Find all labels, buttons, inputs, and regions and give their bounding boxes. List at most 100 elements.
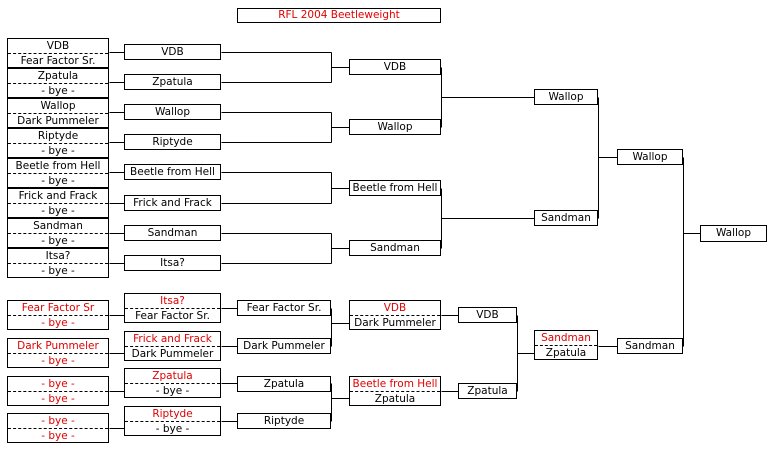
winner-box: VDB bbox=[458, 307, 517, 323]
winner-box: Riptyde bbox=[124, 134, 221, 150]
winner-box: Frick and Frack bbox=[124, 195, 221, 211]
competitor-name: Beetle from Hell bbox=[8, 159, 108, 174]
winner-box: Wallop bbox=[534, 89, 598, 105]
champion-name: Wallop bbox=[715, 227, 752, 239]
competitor-name: Sandman bbox=[535, 331, 597, 346]
winner-box: VDB bbox=[124, 44, 221, 60]
winner-box: Wallop bbox=[349, 119, 441, 135]
match-box: Dark Pummeler - bye - bbox=[7, 338, 109, 368]
competitor-name: Zpatula bbox=[374, 393, 416, 405]
match-box: Riptyde - bye - bbox=[124, 406, 221, 436]
winner-box: Beetle from Hell bbox=[124, 164, 221, 180]
competitor-name: VDB bbox=[383, 61, 407, 73]
competitor-name: Fear Factor Sr. bbox=[20, 55, 96, 67]
competitor-name: Riptyde bbox=[263, 415, 305, 427]
competitor-name: Wallop bbox=[632, 151, 668, 163]
competitor-name: - bye - bbox=[155, 385, 190, 397]
competitor-name: VDB bbox=[350, 301, 440, 316]
competitor-name: Riptyde bbox=[125, 407, 220, 422]
competitor-name: Wallop bbox=[548, 91, 584, 103]
competitor-name: VDB bbox=[161, 46, 184, 58]
match-box: Riptyde - bye - bbox=[7, 128, 109, 158]
winner-box: Sandman bbox=[349, 240, 441, 256]
competitor-name: Zpatula bbox=[263, 378, 305, 390]
competitor-name: Riptyde bbox=[152, 136, 193, 148]
winner-box: Sandman bbox=[617, 338, 683, 354]
match-box: Fear Factor Sr - bye - bbox=[7, 300, 109, 330]
competitor-name: Frick and Frack bbox=[125, 332, 220, 347]
competitor-name: Sandman bbox=[541, 212, 591, 224]
competitor-name: - bye - bbox=[155, 423, 190, 435]
winner-box: Zpatula bbox=[237, 376, 331, 392]
match-box: Beetle from Hell Zpatula bbox=[349, 376, 441, 406]
competitor-name: Fear Factor Sr. bbox=[246, 302, 322, 314]
competitor-name: Dark Pummeler bbox=[243, 340, 325, 352]
match-box: Frick and Frack - bye - bbox=[7, 188, 109, 218]
competitor-name: Dark Pummeler bbox=[131, 348, 214, 360]
competitor-name: Fear Factor Sr bbox=[8, 301, 108, 316]
competitor-name: - bye - bbox=[41, 265, 75, 277]
competitor-name: Sandman bbox=[8, 219, 108, 234]
match-box: - bye - - bye - bbox=[7, 376, 109, 406]
competitor-name: Fear Factor Sr. bbox=[135, 310, 210, 322]
competitor-name: Beetle from Hell bbox=[350, 377, 440, 392]
competitor-name: Itsa? bbox=[125, 294, 220, 309]
competitor-name: Itsa? bbox=[160, 257, 185, 269]
competitor-name: Dark Pummeler bbox=[8, 339, 108, 354]
match-box: Sandman - bye - bbox=[7, 218, 109, 248]
match-box: VDB Dark Pummeler bbox=[349, 300, 441, 330]
winner-box: Sandman bbox=[534, 210, 598, 226]
competitor-name: Dark Pummeler bbox=[354, 317, 436, 329]
match-box: Sandman Zpatula bbox=[534, 330, 598, 360]
competitor-name: - bye - bbox=[8, 377, 108, 392]
competitor-name: Wallop bbox=[377, 121, 413, 133]
competitor-name: - bye - bbox=[41, 393, 75, 405]
competitor-name: Zpatula bbox=[467, 385, 508, 397]
competitor-name: - bye - bbox=[41, 317, 75, 329]
winner-box: VDB bbox=[349, 59, 441, 75]
match-box: - bye - - bye - bbox=[7, 413, 109, 443]
competitor-name: - bye - bbox=[41, 145, 75, 157]
competitor-name: - bye - bbox=[41, 235, 75, 247]
match-box: Zpatula - bye - bbox=[7, 68, 109, 98]
competitor-name: Riptyde bbox=[8, 129, 108, 144]
competitor-name: - bye - bbox=[41, 355, 75, 367]
competitor-name: Frick and Frack bbox=[8, 189, 108, 204]
competitor-name: - bye - bbox=[41, 175, 75, 187]
winner-box: Wallop bbox=[124, 104, 221, 120]
competitor-name: Dark Pummeler bbox=[17, 115, 99, 127]
winner-box: Sandman bbox=[124, 225, 221, 241]
competitor-name: Zpatula bbox=[545, 347, 587, 359]
match-box: Zpatula - bye - bbox=[124, 368, 221, 398]
competitor-name: VDB bbox=[8, 39, 108, 54]
match-box: Beetle from Hell - bye - bbox=[7, 158, 109, 188]
competitor-name: Sandman bbox=[147, 227, 198, 239]
competitor-name: VDB bbox=[476, 309, 499, 321]
competitor-name: - bye - bbox=[8, 414, 108, 429]
competitor-name: Beetle from Hell bbox=[130, 166, 215, 178]
winner-box: Dark Pummeler bbox=[237, 338, 331, 354]
match-box: Frick and Frack Dark Pummeler bbox=[124, 331, 221, 361]
champion-box: Wallop bbox=[700, 225, 767, 242]
competitor-name: - bye - bbox=[41, 85, 75, 97]
competitor-name: Sandman bbox=[625, 340, 675, 352]
match-box: VDB Fear Factor Sr. bbox=[7, 38, 109, 68]
competitor-name: Zpatula bbox=[152, 76, 193, 88]
winner-box: Beetle from Hell bbox=[349, 180, 441, 196]
competitor-name: Zpatula bbox=[8, 69, 108, 84]
winner-box: Zpatula bbox=[124, 74, 221, 90]
winner-box: Wallop bbox=[617, 149, 683, 165]
competitor-name: Beetle from Hell bbox=[352, 182, 438, 194]
competitor-name: Wallop bbox=[154, 106, 191, 118]
bracket-title: RFL 2004 Beetleweight bbox=[237, 8, 441, 23]
competitor-name: - bye - bbox=[41, 430, 75, 442]
competitor-name: Sandman bbox=[370, 242, 420, 254]
winner-box: Fear Factor Sr. bbox=[237, 300, 331, 316]
winner-box: Itsa? bbox=[124, 255, 221, 271]
match-box: Wallop Dark Pummeler bbox=[7, 98, 109, 128]
competitor-name: - bye - bbox=[41, 205, 75, 217]
match-box: Itsa? - bye - bbox=[7, 248, 109, 278]
winner-box: Zpatula bbox=[458, 383, 517, 399]
